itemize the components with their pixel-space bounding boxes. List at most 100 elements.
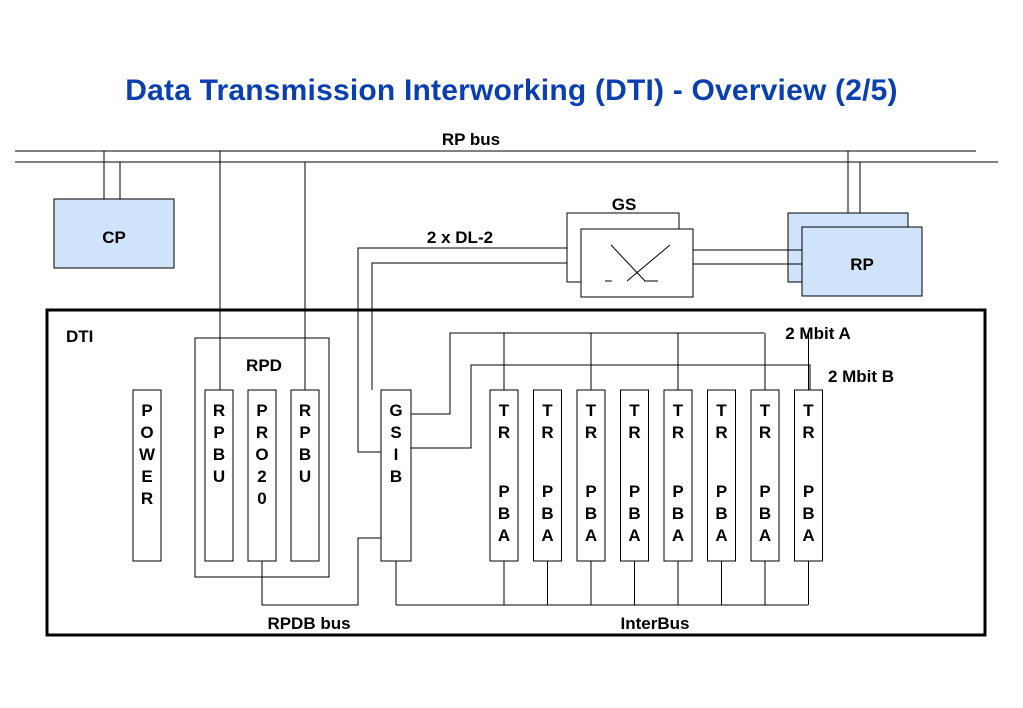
trpba-pba-label-char: A: [672, 526, 684, 545]
rpbu-right-label-char: B: [299, 445, 311, 464]
trpba-pba-label-char: P: [542, 482, 553, 501]
gsib-label-char: G: [389, 401, 402, 420]
trpba-tr-label: TR: [585, 401, 597, 442]
rp-box-front: [801, 226, 923, 297]
trpba-tr-label-char: R: [715, 423, 727, 442]
trpba-pba-label-char: A: [498, 526, 510, 545]
trpba-pba-label: PBA: [672, 482, 684, 545]
power-label-char: E: [141, 467, 152, 486]
rpbu-right-board: [290, 389, 320, 562]
gs-box-front: [580, 228, 694, 298]
trpba-tr-label: TR: [802, 401, 814, 442]
rpbu-right-label-char: R: [299, 401, 311, 420]
trpba-pba-label-char: P: [759, 482, 770, 501]
power-label-char: P: [141, 401, 152, 420]
rp-label: RP: [850, 255, 874, 274]
trpba-pba-label-char: A: [802, 526, 814, 545]
pro20-label-char: 0: [257, 489, 266, 508]
trpba-pba-label-char: P: [498, 482, 509, 501]
trpba-board: [620, 389, 649, 562]
trpba-tr-label-char: T: [760, 401, 771, 420]
trpba-pba-label-char: P: [629, 482, 640, 501]
trpba-tr-label: TR: [759, 401, 771, 442]
trpba-tr-label-char: R: [759, 423, 771, 442]
trpba-pba-label: PBA: [498, 482, 510, 545]
trpba-pba-label-char: A: [541, 526, 553, 545]
mbit-b-label: 2 Mbit B: [828, 367, 894, 386]
trpba-tr-label: TR: [541, 401, 553, 442]
pro20-label-char: 2: [257, 467, 266, 486]
trpba-pba-label-char: P: [716, 482, 727, 501]
trpba-pba-label-char: B: [498, 504, 510, 523]
power-label-char: O: [140, 423, 153, 442]
trpba-pba-label-char: A: [759, 526, 771, 545]
trpba-pba-label: PBA: [759, 482, 771, 545]
trpba-pba-label-char: P: [803, 482, 814, 501]
trpba-pba-label-char: P: [672, 482, 683, 501]
trpba-pba-label-char: B: [585, 504, 597, 523]
trpba-pba-label-char: B: [628, 504, 640, 523]
trpba-pba-label-char: A: [585, 526, 597, 545]
trpba-tr-label-char: R: [585, 423, 597, 442]
trpba-board: [794, 389, 823, 562]
trpba-tr-label-char: T: [499, 401, 510, 420]
dti-label: DTI: [66, 327, 93, 346]
interbus-label: InterBus: [621, 614, 690, 633]
trpba-tr-label-char: T: [673, 401, 684, 420]
trpba-pba-label: PBA: [585, 482, 597, 545]
trpba-pba-label-char: A: [628, 526, 640, 545]
rpbu-left-label-char: U: [213, 467, 225, 486]
trpba-tr-label-char: R: [498, 423, 510, 442]
trpba-tr-label-char: T: [803, 401, 814, 420]
trpba-pba-label-char: A: [715, 526, 727, 545]
trpba-tr-label-char: R: [672, 423, 684, 442]
rpbu-left-label-char: P: [213, 423, 224, 442]
trpba-tr-label-char: T: [542, 401, 553, 420]
gsib-board: [380, 389, 412, 562]
trpba-pba-label: PBA: [628, 482, 640, 545]
rpbu-left-board: [204, 389, 234, 562]
trpba-tr-label-char: T: [629, 401, 640, 420]
page-title: Data Transmission Interworking (DTI) - O…: [125, 74, 898, 107]
power-board: [132, 389, 162, 562]
dl2-label: 2 x DL-2: [427, 228, 493, 247]
trpba-board: [576, 389, 606, 562]
pro20-label-char: P: [256, 401, 267, 420]
trpba-tr-label: TR: [628, 401, 640, 442]
trpba-pba-label-char: B: [715, 504, 727, 523]
rpdb-bus-label: RPDB bus: [267, 614, 350, 633]
trpba-tr-label-char: R: [802, 423, 814, 442]
trpba-tr-label: TR: [498, 401, 510, 442]
rpbu-left-label-char: R: [213, 401, 225, 420]
trpba-board: [663, 389, 693, 562]
mbit-a-label: 2 Mbit A: [785, 324, 850, 343]
trpba-board: [533, 389, 562, 562]
rpbu-right-label-char: P: [299, 423, 310, 442]
trpba-pba-label: PBA: [802, 482, 814, 545]
gsib-label-char: B: [390, 467, 402, 486]
pro20-board: [247, 389, 277, 562]
power-label-char: W: [139, 445, 156, 464]
power-label-char: R: [141, 489, 153, 508]
dti-frame: [45, 308, 987, 637]
trpba-tr-label-char: T: [586, 401, 597, 420]
trpba-pba-label: PBA: [715, 482, 727, 545]
cp-box: [53, 198, 175, 269]
pro20-label-char: R: [256, 423, 268, 442]
trpba-pba-label-char: B: [759, 504, 771, 523]
trpba-pba-label-char: B: [802, 504, 814, 523]
trpba-board: [707, 389, 736, 562]
trpba-board: [750, 389, 780, 562]
trpba-pba-label-char: P: [585, 482, 596, 501]
cp-label: CP: [102, 228, 126, 247]
trpba-tr-label-char: T: [716, 401, 727, 420]
trpba-pba-label-char: B: [541, 504, 553, 523]
trpba-pba-label-char: B: [672, 504, 684, 523]
